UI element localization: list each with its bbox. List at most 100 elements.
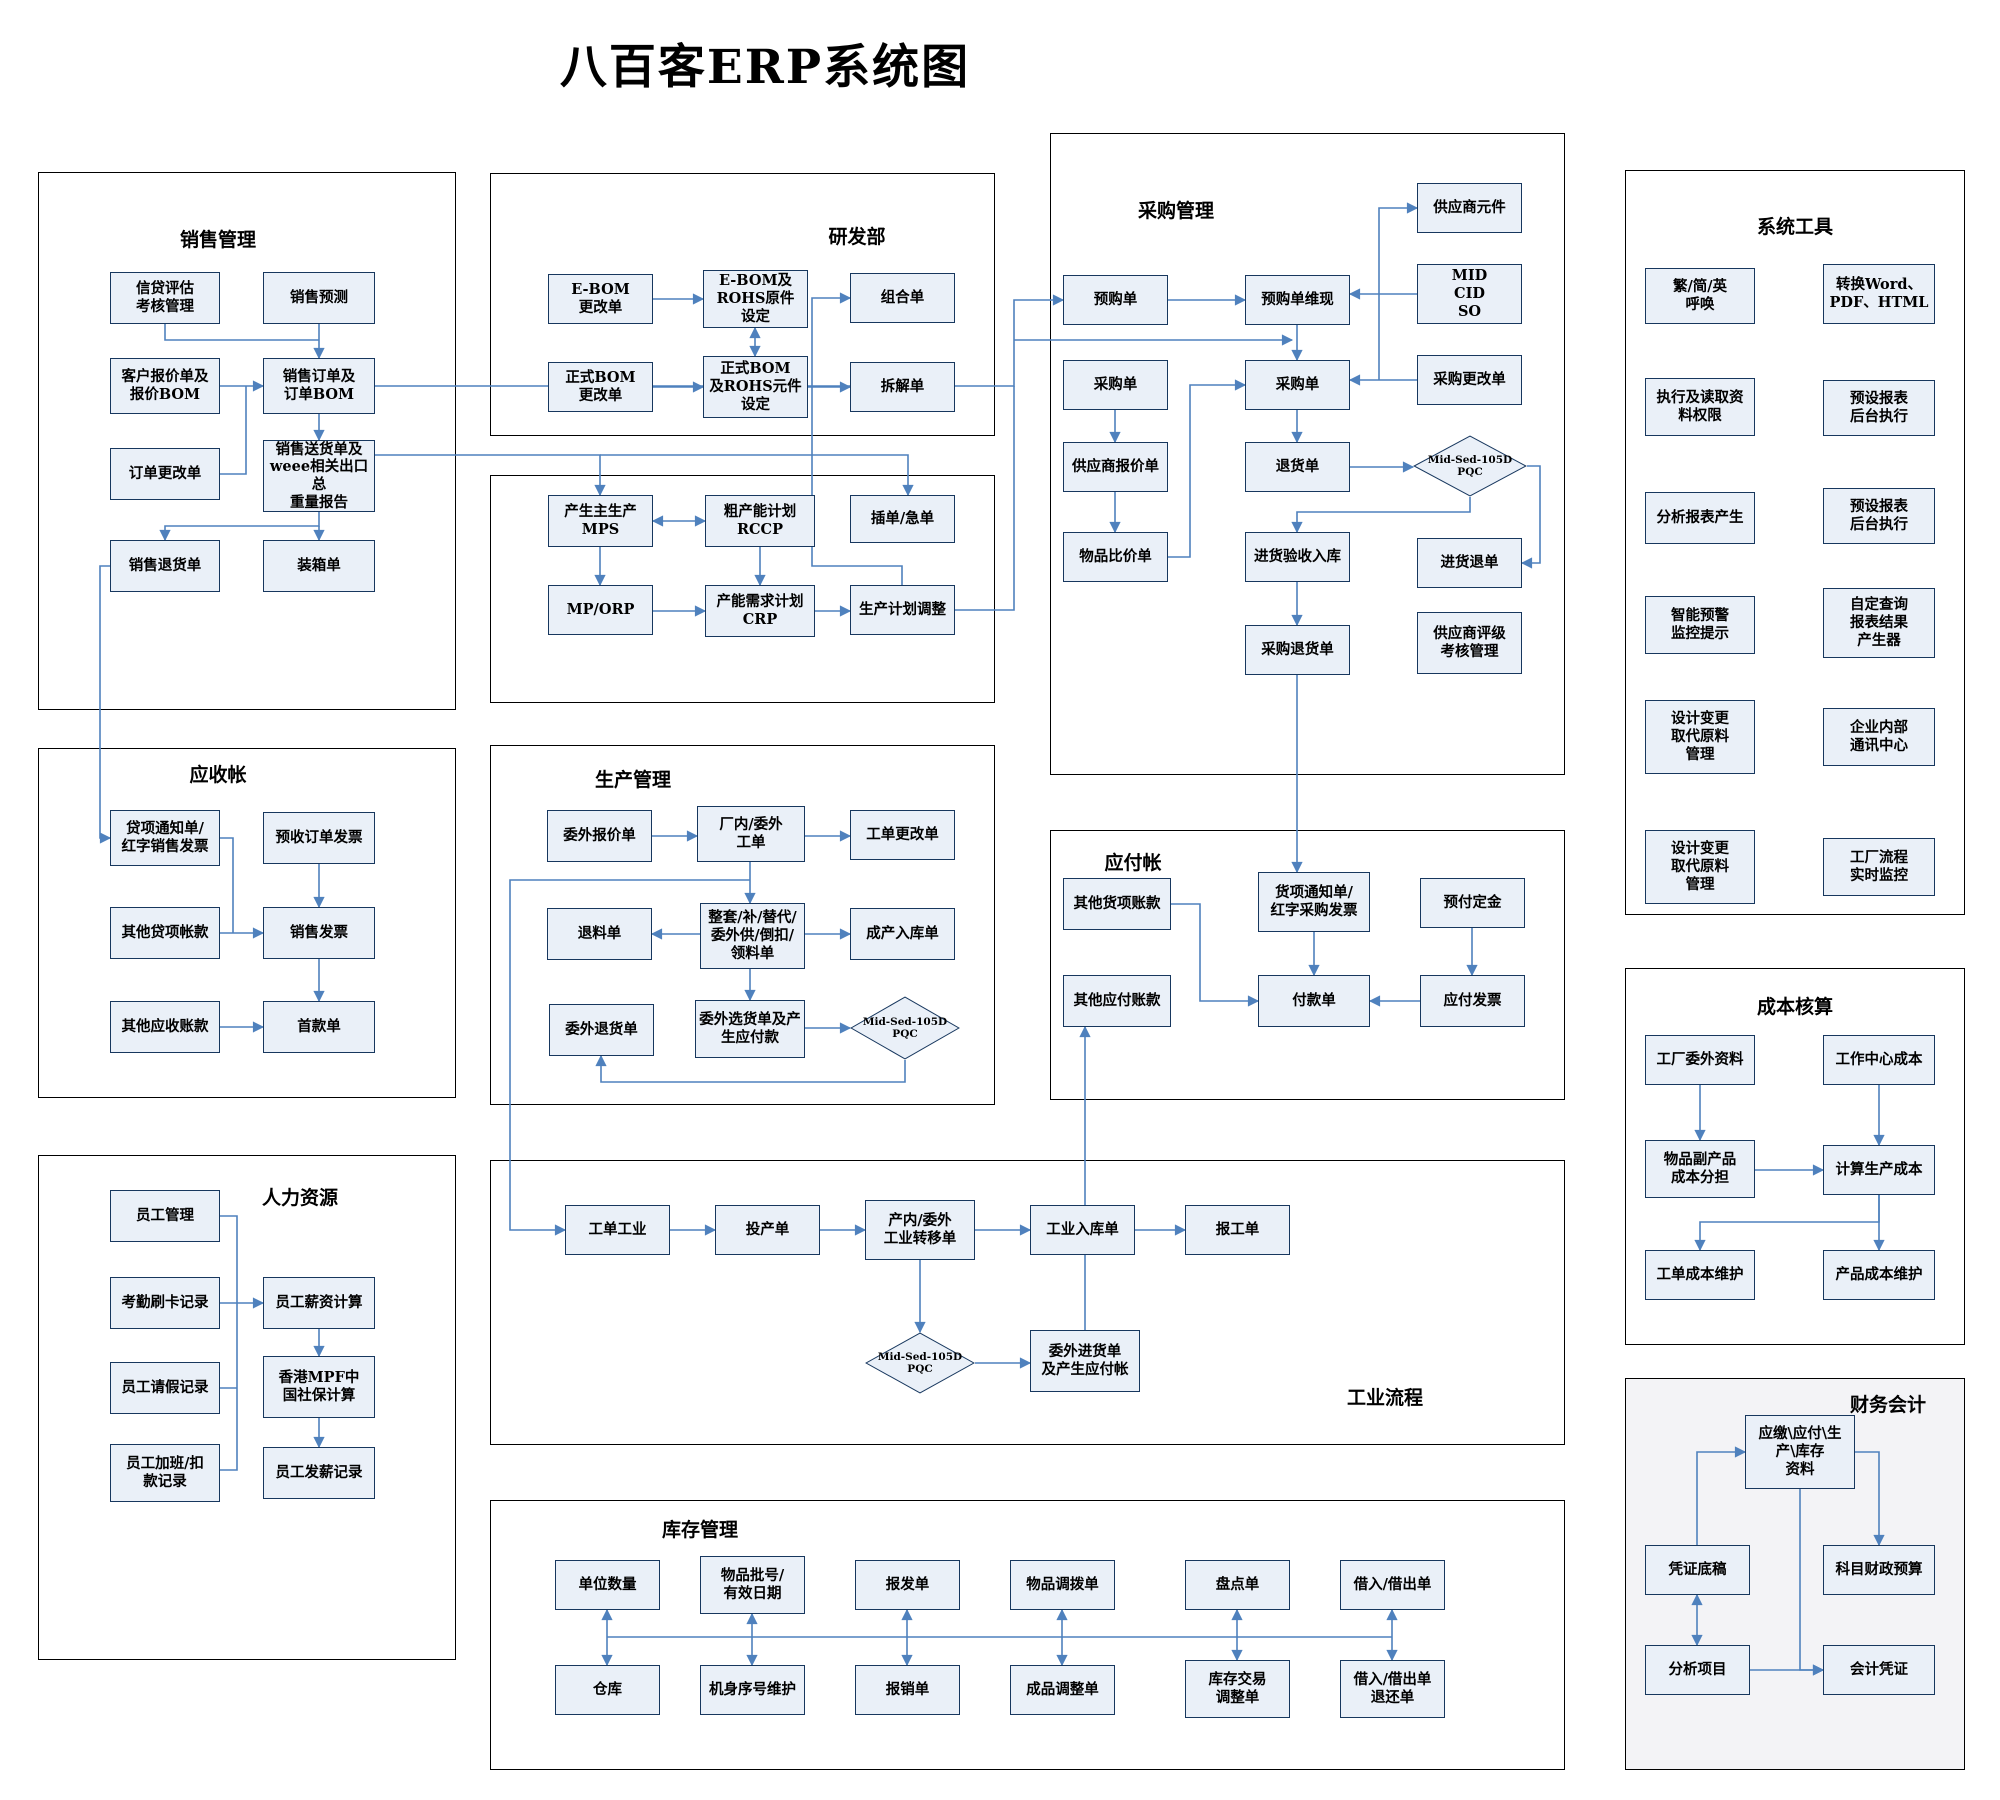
flow-node: 厂内/委外 工单 xyxy=(697,806,805,862)
flow-node: 物品副产品 成本分担 xyxy=(1645,1140,1755,1198)
flow-node: MID CID SO xyxy=(1417,264,1522,324)
flow-node: 工业入库单 xyxy=(1030,1205,1135,1255)
flow-node: 产能需求计划 CRP xyxy=(705,585,815,637)
flow-node: 物品调拨单 xyxy=(1010,1560,1115,1610)
flow-node: 插单/急单 xyxy=(850,495,955,543)
flow-node: 委外退货单 xyxy=(549,1004,654,1056)
section-receivable xyxy=(38,748,456,1098)
flow-node: 员工发薪记录 xyxy=(263,1447,375,1499)
flow-edge xyxy=(220,1215,238,1471)
flow-node: 生产计划调整 xyxy=(850,585,955,635)
flow-node: 分析报表产生 xyxy=(1645,492,1755,544)
flow-node: 工单更改单 xyxy=(850,810,955,860)
flow-node: 员工加班/扣 款记录 xyxy=(110,1444,220,1502)
flow-edge xyxy=(1696,1446,1747,1545)
flow-edge xyxy=(1291,497,1471,534)
flow-node: 其他应付账款 xyxy=(1063,975,1171,1027)
flow-node: 预购单 xyxy=(1063,275,1168,325)
flow-edge xyxy=(509,879,750,1236)
flow-node: 预付定金 xyxy=(1420,878,1525,928)
flow-edge xyxy=(1520,465,1541,569)
flow-node: 自定查询 报表结果 产生器 xyxy=(1823,588,1935,658)
flow-node: 物品批号/ 有效日期 xyxy=(700,1556,805,1614)
flow-node: 投产单 xyxy=(715,1205,820,1255)
flow-node: 企业内部 通讯中心 xyxy=(1823,708,1935,766)
flow-node: 转换Word、 PDF、HTML xyxy=(1823,264,1935,324)
section-title-industry: 工业流程 xyxy=(1346,1387,1424,1409)
flow-node: 销售发票 xyxy=(263,907,375,959)
flow-edge xyxy=(600,454,914,497)
flow-node: 采购更改单 xyxy=(1417,355,1522,405)
section-title-sales: 销售管理 xyxy=(179,229,257,251)
flow-node: 委外进货单 及产生应付帐 xyxy=(1030,1330,1140,1392)
flow-edge xyxy=(164,324,319,341)
flow-node: 借入/借出单 退还单 xyxy=(1340,1660,1445,1718)
section-title-tools: 系统工具 xyxy=(1756,216,1834,238)
flow-node: 应缴\应付\生 产\库存 资料 xyxy=(1745,1415,1855,1489)
flow-edge xyxy=(955,386,1015,611)
flow-node: 设计变更 取代原料 管理 xyxy=(1645,830,1755,904)
flow-node: 委外报价单 xyxy=(547,810,652,862)
flow-node: 进货退单 xyxy=(1417,538,1522,588)
flow-node: 付款单 xyxy=(1258,975,1370,1027)
flow-edge xyxy=(99,565,112,844)
flow-node: 工单成本维护 xyxy=(1645,1250,1755,1300)
flow-node: 繁/简/英 呼唤 xyxy=(1645,268,1755,324)
flow-decision-label: Mid-Sed-105D PQC xyxy=(877,1350,963,1375)
section-title-production: 生产管理 xyxy=(594,769,672,791)
flow-node: 客户报价单及 报价BOM xyxy=(110,358,220,414)
flow-node: 销售订单及 订单BOM xyxy=(263,358,375,414)
flow-node: 科目财政预算 xyxy=(1823,1545,1935,1595)
flow-node: 凭证底稿 xyxy=(1645,1545,1750,1595)
flow-decision: Mid-Sed-105D PQC xyxy=(1413,435,1527,497)
flow-node: 退料单 xyxy=(547,908,652,960)
flow-node: 员工薪资计算 xyxy=(263,1277,375,1329)
flow-decision: Mid-Sed-105D PQC xyxy=(865,1332,975,1394)
flow-edge xyxy=(595,1054,906,1083)
flow-decision-label: Mid-Sed-105D PQC xyxy=(862,1015,948,1040)
flow-edge xyxy=(1694,1195,1880,1252)
flow-node: 员工请假记录 xyxy=(110,1362,220,1414)
flow-node: 组合单 xyxy=(850,273,955,323)
flow-node: 退货单 xyxy=(1245,442,1350,492)
flow-edge xyxy=(220,386,247,475)
flow-edge xyxy=(1799,1489,1825,1676)
flow-node: 成产入库单 xyxy=(850,908,955,960)
flow-node: 预收订单发票 xyxy=(263,812,375,864)
flow-node: 正式BOM 更改单 xyxy=(548,362,653,412)
section-title-inventory: 库存管理 xyxy=(661,1519,739,1541)
flow-node: 工厂委外资料 xyxy=(1645,1035,1755,1085)
flow-node: 会计凭证 xyxy=(1823,1645,1935,1695)
flow-node: 供应商评级 考核管理 xyxy=(1417,612,1522,674)
flow-node: 销售送货单及 weee相关出口总 重量报告 xyxy=(263,440,375,512)
flow-node: 执行及读取资 料权限 xyxy=(1645,378,1755,436)
flow-node: 销售退货单 xyxy=(110,540,220,592)
flow-node: 粗产能计划 RCCP xyxy=(705,495,815,547)
flow-edge xyxy=(1171,903,1260,1007)
flow-node: 产内/委外 工业转移单 xyxy=(865,1200,975,1260)
flow-edge xyxy=(1378,202,1419,380)
flow-node: 库存交易 调整单 xyxy=(1185,1660,1290,1718)
flow-node: 供应商报价单 xyxy=(1063,442,1168,492)
flow-node: 进货验收入库 xyxy=(1245,532,1350,582)
flow-edge xyxy=(811,292,903,585)
section-title-rnd: 研发部 xyxy=(828,226,886,248)
flow-node: 成品调整单 xyxy=(1010,1665,1115,1715)
flow-node: 物品比价单 xyxy=(1063,532,1168,582)
flow-node: 信贷评估 考核管理 xyxy=(110,272,220,324)
flow-node: 员工管理 xyxy=(110,1190,220,1242)
flow-node: 计算生产成本 xyxy=(1823,1145,1935,1195)
flow-node: 工单工业 xyxy=(565,1205,670,1255)
flow-node: 装箱单 xyxy=(263,540,375,592)
flow-node: 预购单维现 xyxy=(1245,275,1350,325)
flow-node: 报工单 xyxy=(1185,1205,1290,1255)
section-inventory xyxy=(490,1500,1565,1770)
flow-node: 订单更改单 xyxy=(110,448,220,500)
flow-node: 借入/借出单 xyxy=(1340,1560,1445,1610)
flow-edge xyxy=(1855,1451,1885,1547)
section-hr xyxy=(38,1155,456,1660)
flow-node: 盘点单 xyxy=(1185,1560,1290,1610)
flow-node: MP/ORP xyxy=(548,585,653,635)
flow-node: 货项通知单/ 红字采购发票 xyxy=(1258,872,1370,932)
